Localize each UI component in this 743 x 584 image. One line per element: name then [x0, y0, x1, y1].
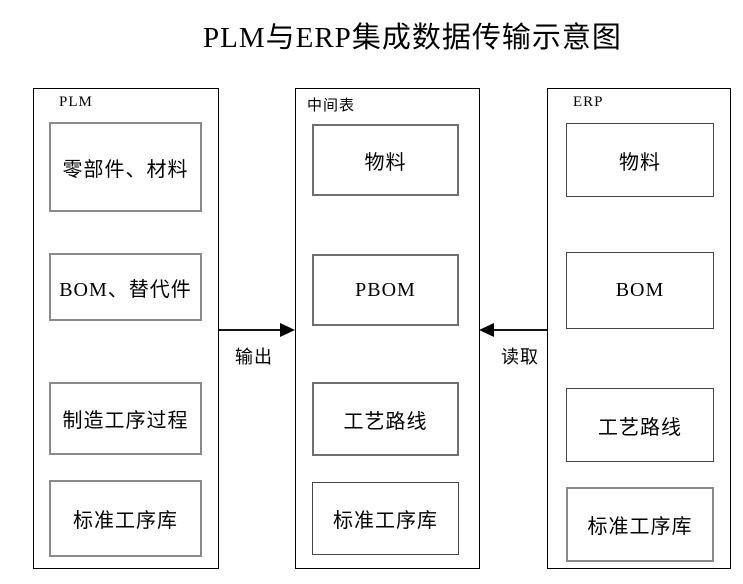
- container-erp: ERP 物料 BOM 工艺路线 标准工序库: [547, 88, 731, 569]
- diagram-title: PLM与ERP集成数据传输示意图: [203, 22, 622, 54]
- box-plm-bom-substitutes: BOM、替代件: [49, 253, 202, 321]
- box-mid-material: 物料: [312, 124, 459, 196]
- box-mid-standard-process-library: 标准工序库: [312, 482, 459, 555]
- container-erp-label: ERP: [573, 94, 604, 110]
- arrow-read-label: 读取: [501, 347, 539, 367]
- box-mid-process-route: 工艺路线: [312, 382, 459, 456]
- box-plm-standard-process-library: 标准工序库: [49, 480, 202, 557]
- box-erp-bom: BOM: [566, 252, 714, 329]
- arrow-read-line: [494, 329, 547, 331]
- box-erp-standard-process-library: 标准工序库: [566, 487, 714, 562]
- arrow-output-label: 输出: [235, 347, 273, 367]
- box-plm-manufacturing-process: 制造工序过程: [49, 382, 202, 455]
- box-erp-process-route: 工艺路线: [566, 388, 714, 462]
- arrow-output-line: [219, 329, 282, 331]
- container-plm: PLM 零部件、材料 BOM、替代件 制造工序过程 标准工序库: [33, 88, 219, 569]
- box-plm-parts-materials: 零部件、材料: [49, 122, 202, 212]
- arrow-right-icon: [280, 323, 295, 337]
- box-erp-material: 物料: [566, 123, 714, 197]
- box-mid-pbom: PBOM: [312, 254, 459, 326]
- container-plm-label: PLM: [59, 94, 93, 110]
- arrow-left-icon: [479, 323, 494, 337]
- container-intermediate-table-label: 中间表: [307, 98, 356, 114]
- container-intermediate-table: 中间表 物料 PBOM 工艺路线 标准工序库: [295, 88, 480, 569]
